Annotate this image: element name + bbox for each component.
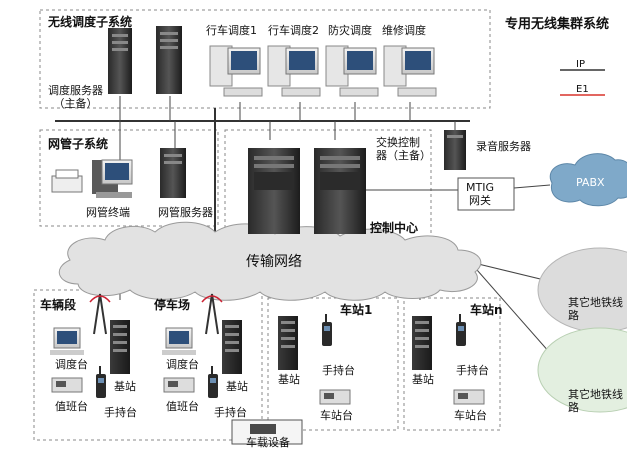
base-station-icon [110, 320, 130, 374]
legend-e1-label: E1 [576, 84, 589, 95]
console-label-3: 防灾调度 [328, 24, 372, 37]
legend-ip-label: IP [576, 59, 585, 70]
site-3-title: 车站1 [340, 303, 373, 317]
console-label-2: 行车调度2 [268, 24, 319, 37]
vehicle-radio-icon [250, 424, 276, 434]
mtig-gateway-label: MTIG 网关 [466, 181, 494, 207]
site-stationn-frame [403, 297, 501, 431]
console-label-1: 行车调度1 [206, 24, 257, 37]
duty-console-icon [453, 389, 485, 405]
site-1-title: 车辆段 [40, 298, 77, 312]
site-4-base-label: 基站 [412, 373, 434, 386]
mgmt-server-icon [160, 148, 186, 198]
base-station-icon [222, 320, 242, 374]
console-workstation-icon [383, 45, 437, 97]
mgmt-terminal-label: 网管终端 [86, 206, 130, 219]
antenna-tower-icon [89, 293, 111, 335]
dispatch-server-icon [108, 26, 182, 94]
recording-server-icon [444, 130, 466, 170]
network-mgmt-frame [39, 129, 219, 227]
pabx-cloud [549, 153, 627, 207]
other-line-cloud-2 [537, 327, 627, 413]
base-station-icon [278, 316, 298, 370]
control-center-title: 控制中心 [370, 221, 419, 235]
site-2-handheld-label: 手持台 [214, 406, 247, 419]
transport-network-label: 传输网络 [246, 254, 302, 270]
desk-console-icon [50, 327, 84, 355]
duty-console-icon [163, 377, 195, 393]
pabx-label: PABX [576, 176, 605, 189]
site-4-handheld-label: 手持台 [456, 364, 489, 377]
duty-console-icon [51, 377, 83, 393]
handheld-radio-icon [96, 366, 106, 398]
site-1-dispatch-label: 调度台 [55, 358, 88, 371]
subsystem-frames [33, 9, 501, 441]
desk-console-icon [162, 327, 196, 355]
mgmt-server-label: 网管服务器 [158, 206, 213, 219]
dispatch-console-icons [209, 45, 437, 97]
handheld-radio-icon [322, 314, 332, 346]
other-line-label-1: 其它地铁线 路 [568, 296, 623, 322]
switch-controller-label: 交换控制 器（主备） [376, 136, 431, 162]
site-4-title: 车站n [470, 303, 503, 317]
vehicle-equipment-label: 车载设备 [246, 436, 290, 449]
mtig-gateway [457, 177, 515, 211]
handheld-radio-icon [456, 314, 466, 346]
site-1-duty-label: 值班台 [55, 400, 88, 413]
site-2-duty-label: 值班台 [166, 400, 199, 413]
dispatch-server-label: 调度服务器 （主备） [48, 84, 103, 110]
site-4-station-label: 车站台 [454, 409, 487, 422]
site-2-base-label: 基站 [226, 380, 248, 393]
bus-lines [55, 108, 470, 250]
antenna-tower-icon [201, 293, 223, 335]
printer-icon [51, 169, 83, 193]
mgmt-terminal-icon [92, 159, 133, 198]
legend [560, 69, 605, 96]
site-1-handheld-label: 手持台 [104, 406, 137, 419]
site-1-base-label: 基站 [114, 380, 136, 393]
transport-network-cloud [58, 221, 482, 301]
site-3-base-label: 基站 [278, 373, 300, 386]
base-station-icon [412, 316, 432, 370]
site-2-title: 停车场 [154, 298, 191, 312]
site-2-dispatch-label: 调度台 [166, 358, 199, 371]
control-center-frame [224, 129, 432, 241]
site-3-station-label: 车站台 [320, 409, 353, 422]
duty-console-icon [319, 389, 351, 405]
console-workstation-icon [325, 45, 379, 97]
network-mgmt-title: 网管子系统 [48, 137, 109, 151]
handheld-radio-icon [208, 366, 218, 398]
site-station1-frame [267, 297, 399, 431]
wireless-dispatch-frame [39, 9, 491, 109]
switch-controller-icon [248, 148, 366, 234]
recording-server-label: 录音服务器 [476, 140, 531, 153]
console-workstation-icon [209, 45, 263, 97]
site-equipment [50, 293, 485, 405]
wireless-dispatch-title: 无线调度子系统 [48, 15, 133, 29]
console-workstation-icon [267, 45, 321, 97]
console-label-4: 维修调度 [382, 24, 426, 37]
site-3-handheld-label: 手持台 [322, 364, 355, 377]
diagram-title: 专用无线集群系统 [505, 17, 610, 32]
other-line-label-2: 其它地铁线 路 [568, 388, 623, 414]
